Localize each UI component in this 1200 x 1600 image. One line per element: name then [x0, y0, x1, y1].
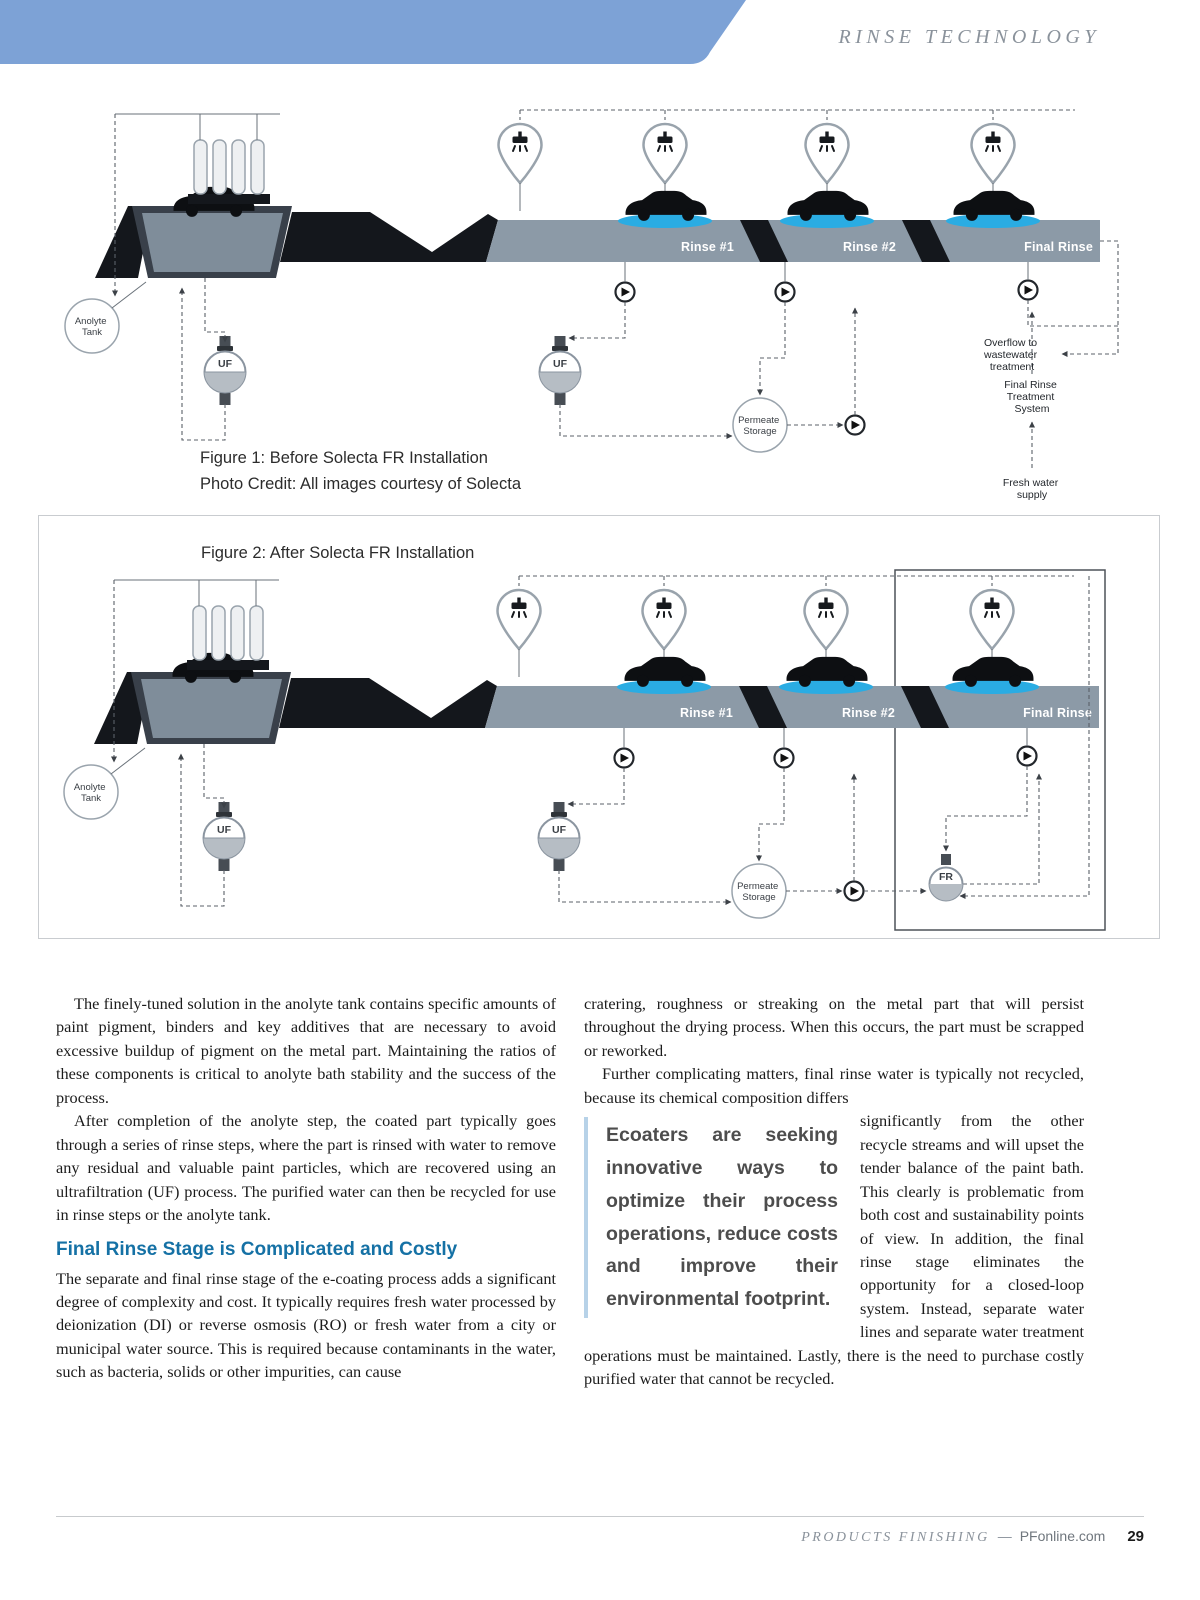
- paragraph: The separate and final rinse stage of th…: [56, 1268, 556, 1382]
- page-header-title: RINSE TECHNOLOGY: [838, 26, 1100, 48]
- figure2-caption: Figure 2: After Solecta FR Installation: [201, 544, 475, 562]
- treatment-system-annotation: Final Rinse Treatment System: [1004, 379, 1059, 415]
- footer-site: PFonline.com: [1019, 1528, 1106, 1544]
- figure2-diagram: [39, 569, 1106, 931]
- figure1-section: Overflow to wastewater treatment Final R…: [40, 100, 1160, 500]
- fresh-water-annotation: Fresh water supply: [1003, 477, 1061, 500]
- overflow-annotation: Overflow to wastewater treatment: [983, 337, 1040, 373]
- pull-quote: Ecoaters are seeking innovative ways to …: [584, 1117, 838, 1318]
- footer-rule: [56, 1516, 1144, 1517]
- figure1-caption-block: Figure 1: Before Solecta FR Installation…: [200, 446, 521, 497]
- process-flow-diagram: [65, 110, 1100, 452]
- paragraph: After completion of the anolyte step, th…: [56, 1111, 556, 1225]
- footer: PRODUCTS FINISHING — PFonline.com 29: [801, 1528, 1144, 1546]
- paragraph: significantly from the other recycle str…: [584, 1111, 1084, 1389]
- footer-dash: —: [997, 1528, 1012, 1544]
- article-right-column: cratering, roughness or streaking on the…: [584, 992, 1084, 1391]
- section-heading: Final Rinse Stage is Complicated and Cos…: [56, 1238, 458, 1260]
- page-number: 29: [1127, 1528, 1144, 1545]
- paragraph: The finely-tuned solution in the anolyte…: [56, 994, 556, 1107]
- article-left-column: The finely-tuned solution in the anolyte…: [56, 992, 556, 1391]
- paragraph: cratering, roughness or streaking on the…: [584, 994, 1084, 1060]
- figure2-extra-pipes: [864, 576, 1090, 899]
- fr-unit: [928, 853, 964, 902]
- figure1-caption: Figure 1: Before Solecta FR Installation: [200, 449, 488, 467]
- footer-brand: PRODUCTS FINISHING: [801, 1530, 990, 1545]
- final-rinse-zone-box: [894, 569, 1106, 931]
- article-columns: The finely-tuned solution in the anolyte…: [56, 992, 1084, 1391]
- figure1-extra-pipes: [1027, 240, 1119, 468]
- header-band: [0, 0, 752, 66]
- figure1-diagram: Overflow to wastewater treatment Final R…: [40, 100, 1119, 500]
- figure1-credit: Photo Credit: All images courtesy of Sol…: [200, 474, 521, 493]
- paragraph: Further complicating matters, final rins…: [584, 1064, 1084, 1107]
- header-band-shape: [0, 0, 746, 64]
- figure2-section: Figure 2: After Solecta FR Installation: [38, 515, 1160, 939]
